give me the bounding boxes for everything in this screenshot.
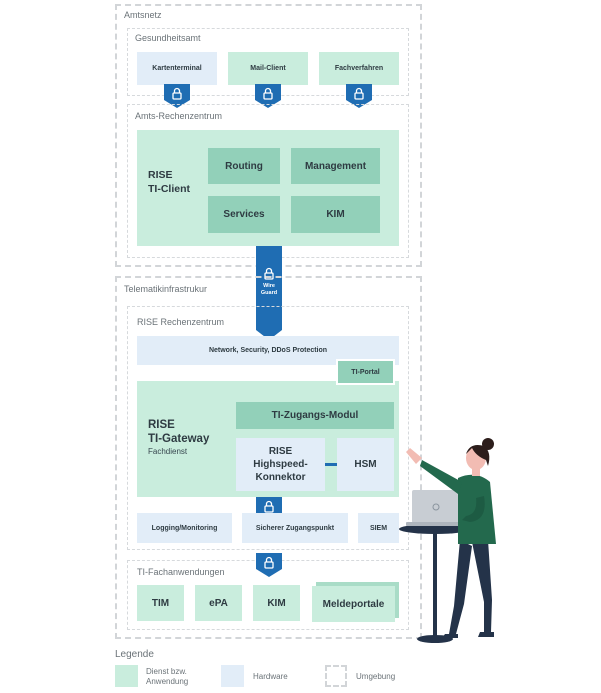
legend-swatch-umgebung [325,665,347,687]
highspeed-konnektor-box: RISE Highspeed- Konnektor [236,438,325,491]
tim-label: TIM [151,597,170,609]
konnektor-line1: RISE [268,446,293,457]
kim-label: KIM [326,209,345,220]
rise-ti-client-line1: RISE [148,169,173,181]
ti-title: Telematikinfrastrukur [124,284,208,294]
management-label: Management [304,160,367,172]
epa-box: ePA [195,585,242,621]
logging-monitoring-label: Logging/Monitoring [151,524,218,532]
siem-box: SIEM [358,513,399,543]
rise-rechenzentrum-title: RISE Rechenzentrum [137,317,225,327]
wireguard-line2: Guard [260,290,278,296]
wireguard-line1: Wire [263,283,275,289]
legend-dienst-label: Dienst bzw. Anwendung [146,667,188,687]
management-module: Management [291,148,380,184]
legend-umgebung-label: Umgebung [356,672,396,681]
mail-client-box: Mail-Client [228,52,308,85]
fachverfahren-box: Fachverfahren [319,52,399,85]
rise-rechenzentrum-zone [127,306,409,550]
siem-label: SIEM [369,524,388,532]
lock-shield-3 [346,84,372,108]
kartenterminal-label: Kartenterminal [152,65,202,72]
rise-ti-client-line2: TI-Client [148,183,190,195]
ti-zugangs-modul-box: TI-Zugangs-Modul [236,402,394,429]
ti-fachanwendungen-title: TI-Fachanwendungen [137,567,225,577]
kim-fach-label: KIM [267,597,286,609]
amtsnetz-title: Amtsnetz [124,10,162,20]
rise-ti-client-title: RISE TI-Client [148,168,190,196]
amts-rechenzentrum-title: Amts-Rechenzentrum [135,111,223,121]
sicherer-zugangspunkt-label: Sicherer Zugangspunkt [255,524,335,532]
logging-monitoring-box: Logging/Monitoring [137,513,232,543]
network-security-label: Network, Security, DDoS Protection [208,347,328,354]
kartenterminal-box: Kartenterminal [137,52,217,85]
rise-ti-gateway-title: RISE TI-Gateway Fachdienst [148,418,209,457]
legend-hardware-label: Hardware [253,672,288,681]
lock-shield-fachanwendungen [256,553,282,577]
hsm-box: HSM [337,438,394,491]
gateway-title-line1: RISE [148,419,175,431]
legend-dienst-line2: Anwendung [146,677,189,686]
sicherer-zugangspunkt-box: Sicherer Zugangspunkt [242,513,348,543]
konnektor-line2: Highspeed- [253,459,308,470]
kim-module: KIM [291,196,380,233]
lock-shield-1 [164,84,190,108]
presenter-illustration [399,438,496,643]
routing-module: Routing [208,148,280,184]
routing-label: Routing [225,160,263,172]
gateway-subtitle: Fachdienst [148,447,188,456]
hsm-label: HSM [354,459,377,470]
kim-fach-box: KIM [253,585,300,621]
ti-portal-box: TI-Portal [338,361,393,383]
gesundheitsamt-title: Gesundheitsamt [135,33,201,43]
ti-portal-label: TI-Portal [351,368,380,376]
mail-client-label: Mail-Client [250,65,286,72]
legend-swatch-dienst [115,665,138,687]
lock-shield-2 [255,84,281,108]
legend-dienst-line1: Dienst bzw. [146,667,187,676]
services-module: Services [208,196,280,233]
tim-box: TIM [137,585,184,621]
meldeportale-label: Meldeportale [322,598,385,610]
meldeportale-box: Meldeportale [312,586,395,622]
konnektor-hsm-link [325,463,337,466]
services-label: Services [223,209,265,220]
fachverfahren-label: Fachverfahren [334,65,384,72]
konnektor-line3: Konnektor [255,472,306,483]
network-security-bar: Network, Security, DDoS Protection [137,336,399,365]
epa-label: ePA [209,597,228,609]
legend-swatch-hardware [221,665,244,687]
ti-zugangs-modul-label: TI-Zugangs-Modul [271,410,359,421]
gateway-title-line2: TI-Gateway [148,433,210,445]
legend-title: Legende [115,649,154,660]
wireguard-label: Wire Guard [256,283,282,297]
